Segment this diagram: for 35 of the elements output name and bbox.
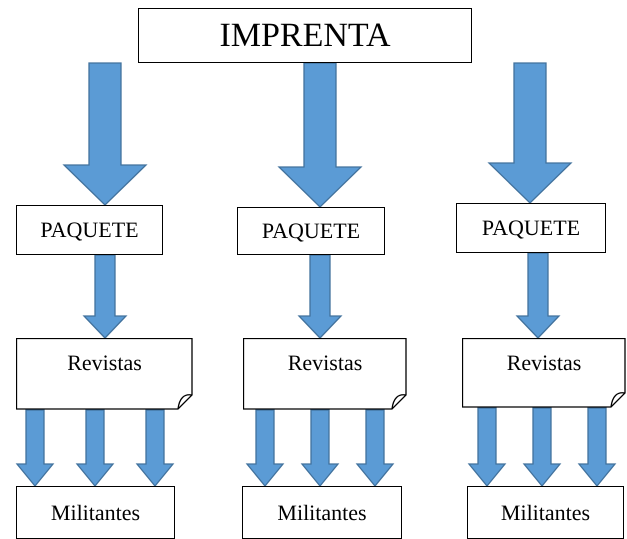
node-label: Revistas bbox=[506, 350, 582, 376]
node-label: Revistas bbox=[67, 350, 142, 376]
block-arrow bbox=[76, 409, 114, 488]
process-box bbox=[242, 486, 402, 539]
node-label: PAQUETE bbox=[40, 217, 139, 243]
block-arrow bbox=[578, 407, 616, 488]
process-box bbox=[138, 8, 472, 63]
node-label: Revistas bbox=[288, 350, 362, 376]
process-box bbox=[16, 205, 163, 255]
process-box bbox=[237, 207, 385, 255]
document-box bbox=[243, 338, 407, 410]
block-arrow bbox=[356, 409, 394, 488]
block-arrow bbox=[136, 409, 174, 488]
node-label: Militantes bbox=[277, 500, 367, 526]
node-label: Militantes bbox=[500, 500, 590, 526]
block-arrow bbox=[522, 407, 562, 488]
block-arrow bbox=[468, 407, 506, 488]
block-arrow bbox=[62, 62, 148, 206]
document-box bbox=[462, 338, 626, 408]
block-arrow bbox=[487, 62, 573, 204]
document-box bbox=[16, 338, 193, 410]
block-arrow bbox=[82, 254, 128, 339]
node-label: Militantes bbox=[50, 500, 140, 526]
block-arrow bbox=[297, 254, 343, 339]
block-arrow bbox=[16, 409, 54, 488]
process-box bbox=[456, 203, 606, 253]
block-arrow bbox=[515, 252, 561, 339]
node-label: PAQUETE bbox=[482, 215, 580, 241]
process-box bbox=[16, 486, 175, 539]
block-arrow bbox=[246, 409, 284, 488]
node-label: IMPRENTA bbox=[219, 16, 391, 54]
block-arrow bbox=[277, 62, 363, 208]
block-arrow bbox=[300, 409, 340, 488]
node-label: PAQUETE bbox=[262, 218, 360, 244]
process-box bbox=[467, 486, 624, 539]
